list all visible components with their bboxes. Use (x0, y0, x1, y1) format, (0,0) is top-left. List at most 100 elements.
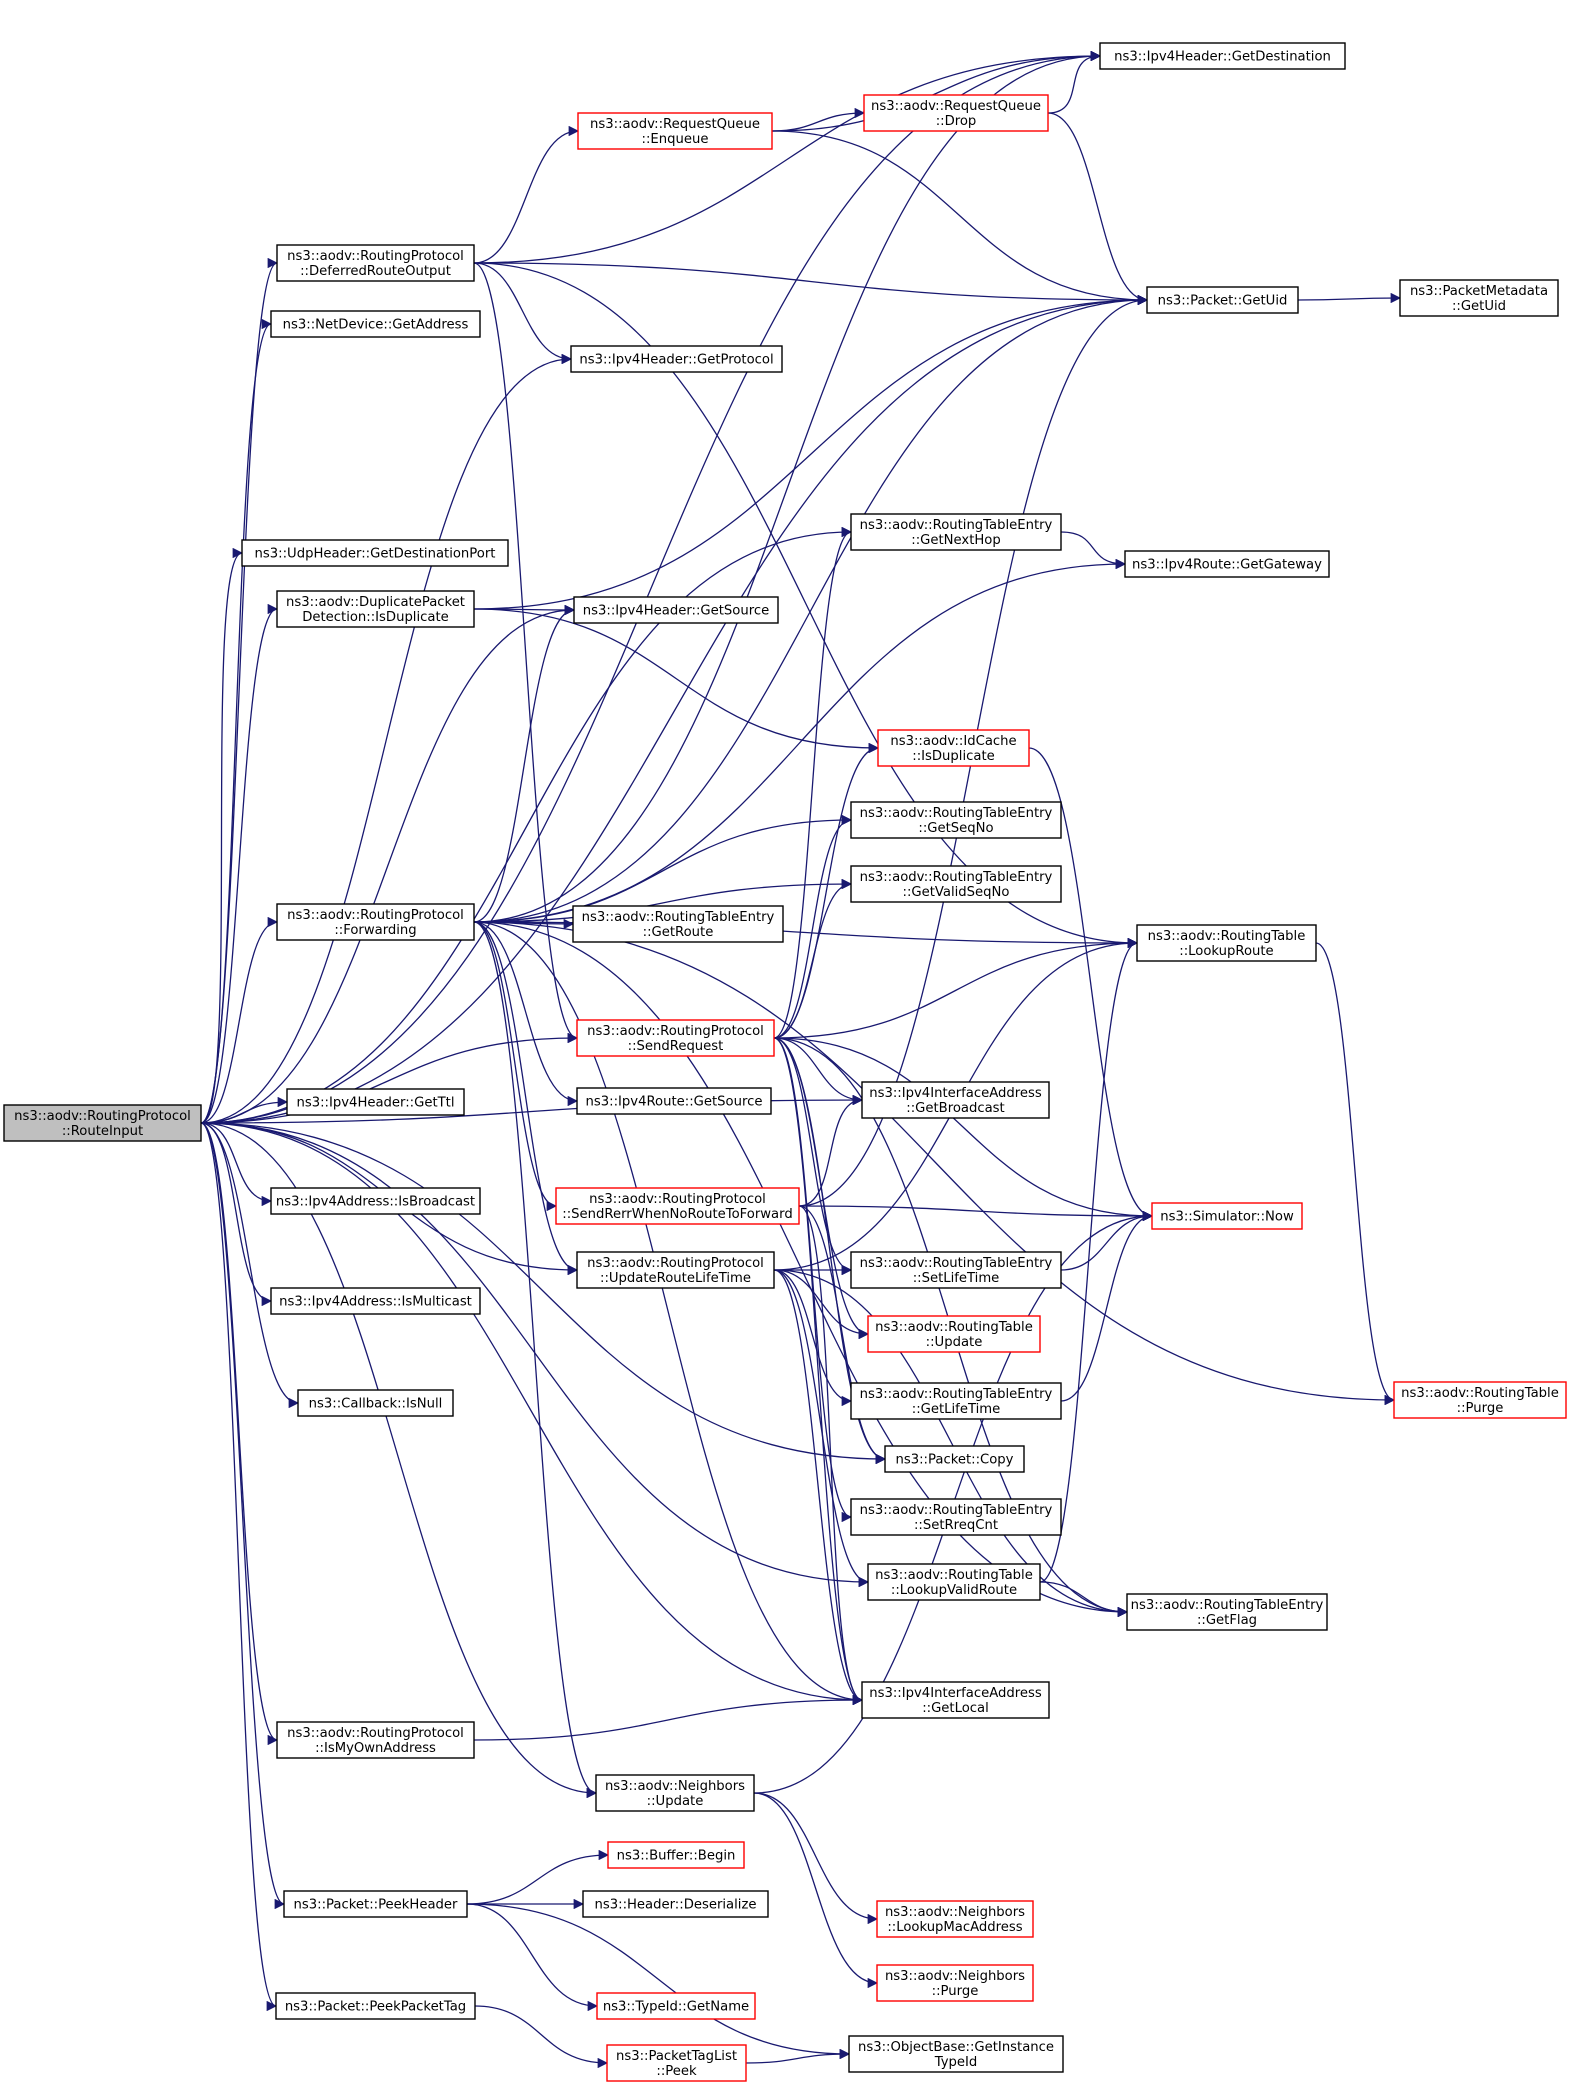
node-rt-purge[interactable]: ns3::aodv::RoutingTable::Purge (1393, 1381, 1567, 1419)
node-box[interactable] (850, 1382, 1062, 1420)
node-rte-getseqno[interactable]: ns3::aodv::RoutingTableEntry::GetSeqNo (850, 801, 1062, 839)
node-requestqueue-enqueue[interactable]: ns3::aodv::RequestQueue::Enqueue (577, 112, 773, 150)
node-box[interactable] (270, 310, 481, 338)
node-packettaglist-peek[interactable]: ns3::PacketTagList::Peek (606, 2044, 747, 2082)
node-box[interactable] (241, 539, 509, 567)
node-box[interactable] (1151, 1202, 1303, 1230)
node-box[interactable] (1136, 924, 1317, 962)
node-rte-setrreqcnt[interactable]: ns3::aodv::RoutingTableEntry::SetRreqCnt (850, 1498, 1062, 1536)
node-ipv4header-getsource[interactable]: ns3::Ipv4Header::GetSource (573, 596, 779, 624)
node-deferred-route-output[interactable]: ns3::aodv::RoutingProtocol::DeferredRout… (276, 244, 475, 282)
node-box[interactable] (276, 903, 475, 941)
node-box[interactable] (848, 2035, 1064, 2073)
node-box[interactable] (595, 1774, 755, 1812)
node-box[interactable] (861, 1681, 1050, 1719)
node-forwarding[interactable]: ns3::aodv::RoutingProtocol::Forwarding (276, 903, 475, 941)
node-ipv4route-getgateway[interactable]: ns3::Ipv4Route::GetGateway (1124, 550, 1330, 578)
node-box[interactable] (270, 1287, 481, 1315)
node-box[interactable] (850, 1498, 1062, 1536)
node-neighbors-update[interactable]: ns3::aodv::Neighbors::Update (595, 1774, 755, 1812)
node-box[interactable] (861, 1081, 1050, 1119)
node-box[interactable] (572, 905, 784, 943)
node-netdevice-getaddress[interactable]: ns3::NetDevice::GetAddress (270, 310, 481, 338)
node-packet-peekpackettag[interactable]: ns3::Packet::PeekPacketTag (275, 1992, 476, 2020)
node-rte-setlifetime[interactable]: ns3::aodv::RoutingTableEntry::SetLifeTim… (850, 1251, 1062, 1289)
node-update-route-lifetime[interactable]: ns3::aodv::RoutingProtocol::UpdateRouteL… (576, 1251, 775, 1289)
node-rte-getnexthop[interactable]: ns3::aodv::RoutingTableEntry::GetNextHop (850, 513, 1062, 551)
node-box[interactable] (582, 1890, 769, 1918)
node-simulator-now[interactable]: ns3::Simulator::Now (1151, 1202, 1303, 1230)
node-udp-getdestport[interactable]: ns3::UdpHeader::GetDestinationPort (241, 539, 509, 567)
node-box[interactable] (850, 801, 1062, 839)
node-ipv4addr-ismulticast[interactable]: ns3::Ipv4Address::IsMulticast (270, 1287, 481, 1315)
node-box[interactable] (270, 1187, 481, 1215)
node-box[interactable] (275, 1992, 476, 2020)
node-send-request[interactable]: ns3::aodv::RoutingProtocol::SendRequest (576, 1019, 775, 1057)
node-neighbors-lookupmac[interactable]: ns3::aodv::Neighbors::LookupMacAddress (876, 1900, 1034, 1938)
node-box[interactable] (576, 1087, 772, 1115)
node-box[interactable] (276, 1721, 475, 1759)
node-buffer-begin[interactable]: ns3::Buffer::Begin (607, 1841, 745, 1869)
node-box[interactable] (876, 1964, 1034, 2002)
node-rte-getflag[interactable]: ns3::aodv::RoutingTableEntry::GetFlag (1126, 1593, 1328, 1631)
node-rt-lookupvalidroute[interactable]: ns3::aodv::RoutingTable::LookupValidRout… (867, 1563, 1041, 1601)
node-box[interactable] (1393, 1381, 1567, 1419)
node-ipv4route-getsource[interactable]: ns3::Ipv4Route::GetSource (576, 1087, 772, 1115)
node-box[interactable] (576, 1251, 775, 1289)
node-box[interactable] (286, 1088, 465, 1116)
node-box[interactable] (276, 244, 475, 282)
node-rt-lookuproute[interactable]: ns3::aodv::RoutingTable::LookupRoute (1136, 924, 1317, 962)
node-box[interactable] (867, 1315, 1041, 1353)
node-box[interactable] (884, 1445, 1025, 1473)
node-ipv4header-getttl[interactable]: ns3::Ipv4Header::GetTtl (286, 1088, 465, 1116)
node-ipv4header-getprotocol[interactable]: ns3::Ipv4Header::GetProtocol (570, 345, 783, 373)
node-box[interactable] (1126, 1593, 1328, 1631)
node-route-input[interactable]: ns3::aodv::RoutingProtocol::RouteInput (3, 1104, 202, 1142)
node-ipv4addr-isbroadcast[interactable]: ns3::Ipv4Address::IsBroadcast (270, 1187, 481, 1215)
node-ipv4ifaddr-getbroadcast[interactable]: ns3::Ipv4InterfaceAddress::GetBroadcast (861, 1081, 1050, 1119)
node-box[interactable] (276, 590, 475, 628)
node-box[interactable] (576, 1019, 775, 1057)
node-rte-getvalidseqno[interactable]: ns3::aodv::RoutingTableEntry::GetValidSe… (850, 865, 1062, 903)
node-box[interactable] (3, 1104, 202, 1142)
node-box[interactable] (863, 94, 1049, 132)
node-box[interactable] (1099, 42, 1346, 70)
node-packet-getuid[interactable]: ns3::Packet::GetUid (1146, 286, 1299, 314)
node-packetmetadata-getuid[interactable]: ns3::PacketMetadata::GetUid (1399, 279, 1559, 317)
node-rte-getroute[interactable]: ns3::aodv::RoutingTableEntry::GetRoute (572, 905, 784, 943)
node-rt-update[interactable]: ns3::aodv::RoutingTable::Update (867, 1315, 1041, 1353)
node-is-my-own-address[interactable]: ns3::aodv::RoutingProtocol::IsMyOwnAddre… (276, 1721, 475, 1759)
node-ipv4ifaddr-getlocal[interactable]: ns3::Ipv4InterfaceAddress::GetLocal (861, 1681, 1050, 1719)
node-box[interactable] (1124, 550, 1330, 578)
node-header-deserialize[interactable]: ns3::Header::Deserialize (582, 1890, 769, 1918)
node-box[interactable] (877, 729, 1030, 767)
node-box[interactable] (850, 865, 1062, 903)
node-callback-isnull[interactable]: ns3::Callback::IsNull (297, 1389, 454, 1417)
node-box[interactable] (1146, 286, 1299, 314)
node-packet-copy[interactable]: ns3::Packet::Copy (884, 1445, 1025, 1473)
node-rte-getlifetime[interactable]: ns3::aodv::RoutingTableEntry::GetLifeTim… (850, 1382, 1062, 1420)
node-box[interactable] (606, 2044, 747, 2082)
node-box[interactable] (577, 112, 773, 150)
node-box[interactable] (850, 1251, 1062, 1289)
node-box[interactable] (876, 1900, 1034, 1938)
node-box[interactable] (297, 1389, 454, 1417)
node-box[interactable] (283, 1890, 468, 1918)
node-box[interactable] (1399, 279, 1559, 317)
node-requestqueue-drop[interactable]: ns3::aodv::RequestQueue::Drop (863, 94, 1049, 132)
node-box[interactable] (850, 513, 1062, 551)
node-ipv4header-getdestination[interactable]: ns3::Ipv4Header::GetDestination (1099, 42, 1346, 70)
node-typeid-getname[interactable]: ns3::TypeId::GetName (596, 1992, 756, 2020)
node-idcache-isduplicate[interactable]: ns3::aodv::IdCache::IsDuplicate (877, 729, 1030, 767)
node-box[interactable] (596, 1992, 756, 2020)
node-box[interactable] (573, 596, 779, 624)
node-box[interactable] (867, 1563, 1041, 1601)
node-box[interactable] (555, 1187, 800, 1225)
node-packet-peekheader[interactable]: ns3::Packet::PeekHeader (283, 1890, 468, 1918)
node-neighbors-purge[interactable]: ns3::aodv::Neighbors::Purge (876, 1964, 1034, 2002)
node-box[interactable] (607, 1841, 745, 1869)
node-dpd-isduplicate[interactable]: ns3::aodv::DuplicatePacketDetection::IsD… (276, 590, 475, 628)
node-box[interactable] (570, 345, 783, 373)
node-send-rerr[interactable]: ns3::aodv::RoutingProtocol::SendRerrWhen… (555, 1187, 800, 1225)
